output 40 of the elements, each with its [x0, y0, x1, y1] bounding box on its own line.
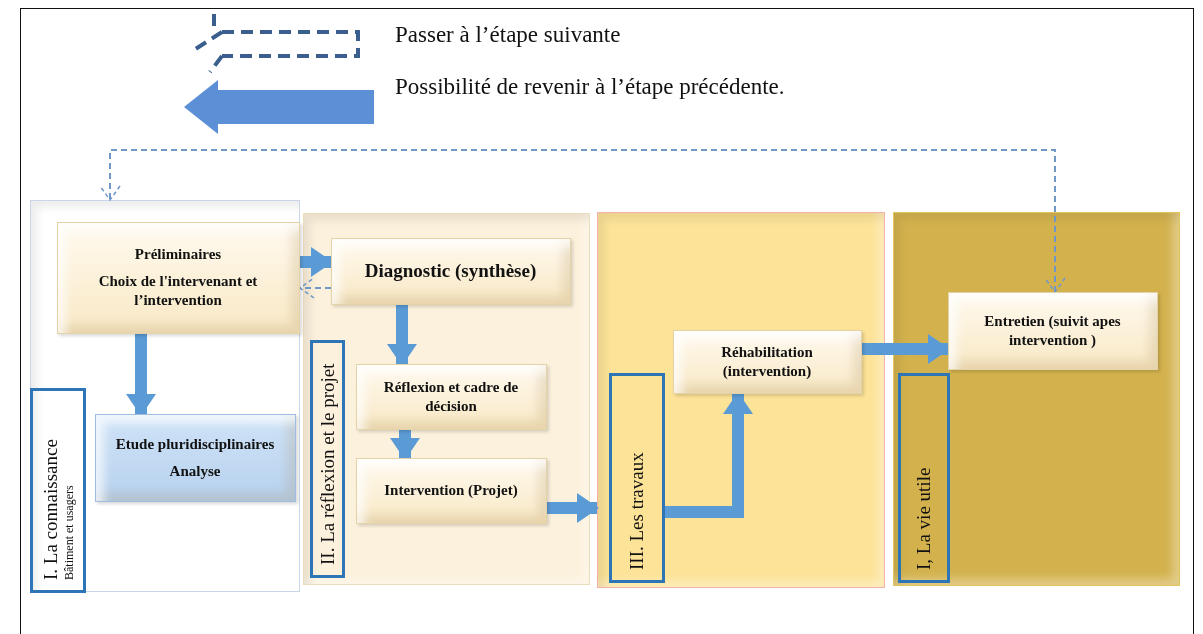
process-box [330, 237, 571, 305]
phase-panel [597, 212, 885, 588]
step-text: Analyse [169, 461, 221, 481]
step-title: Intervention (Projet) [384, 481, 518, 500]
process-box [355, 363, 547, 430]
step-title: Diagnostic (synthèse) [364, 259, 537, 283]
phase-title: III. Les travaux [625, 451, 648, 570]
phase-subtitle: Bâtiment et usagers [61, 484, 76, 580]
phase-panel [303, 213, 590, 585]
dashed-arrow [299, 277, 332, 299]
step-title: Entretien (suivit apes intervention ) [983, 311, 1122, 350]
phase-label-box [608, 372, 665, 583]
phase-title: I, La vie utile [912, 467, 935, 570]
dashed-arrow [99, 149, 1066, 293]
phase-title: II. La réflexion et le projet [316, 363, 338, 565]
process-box [947, 291, 1158, 370]
arrow [665, 392, 753, 518]
process-box [355, 457, 547, 524]
process-box [56, 221, 300, 334]
arrow [387, 305, 417, 366]
legend-text: Passer à l’étape suivante [395, 22, 621, 48]
arrow [547, 493, 599, 523]
step-text: Choix de l'intervenant et l’intervention [97, 272, 259, 310]
arrow [390, 430, 420, 460]
arrow [126, 334, 156, 416]
arrow [862, 334, 950, 364]
step-title: Etude pluridisciplinaires [115, 434, 275, 454]
arrow [300, 247, 333, 277]
step-title: Réflexion et cadre de décision [382, 377, 520, 416]
process-box [672, 329, 862, 394]
phase-title: I. La connaissance [39, 438, 61, 580]
step-title: Préliminaires [134, 245, 222, 265]
process-box [94, 413, 296, 502]
legend-text: Possibilité de revenir à l’étape précédente. [395, 74, 785, 100]
phase-label-box [29, 387, 86, 593]
step-title: Réhabilitation (intervention) [720, 342, 814, 381]
phase-label-box [897, 372, 950, 583]
phase-panel [30, 200, 300, 592]
phase-panel [893, 212, 1180, 586]
phase-label-box [309, 339, 345, 578]
